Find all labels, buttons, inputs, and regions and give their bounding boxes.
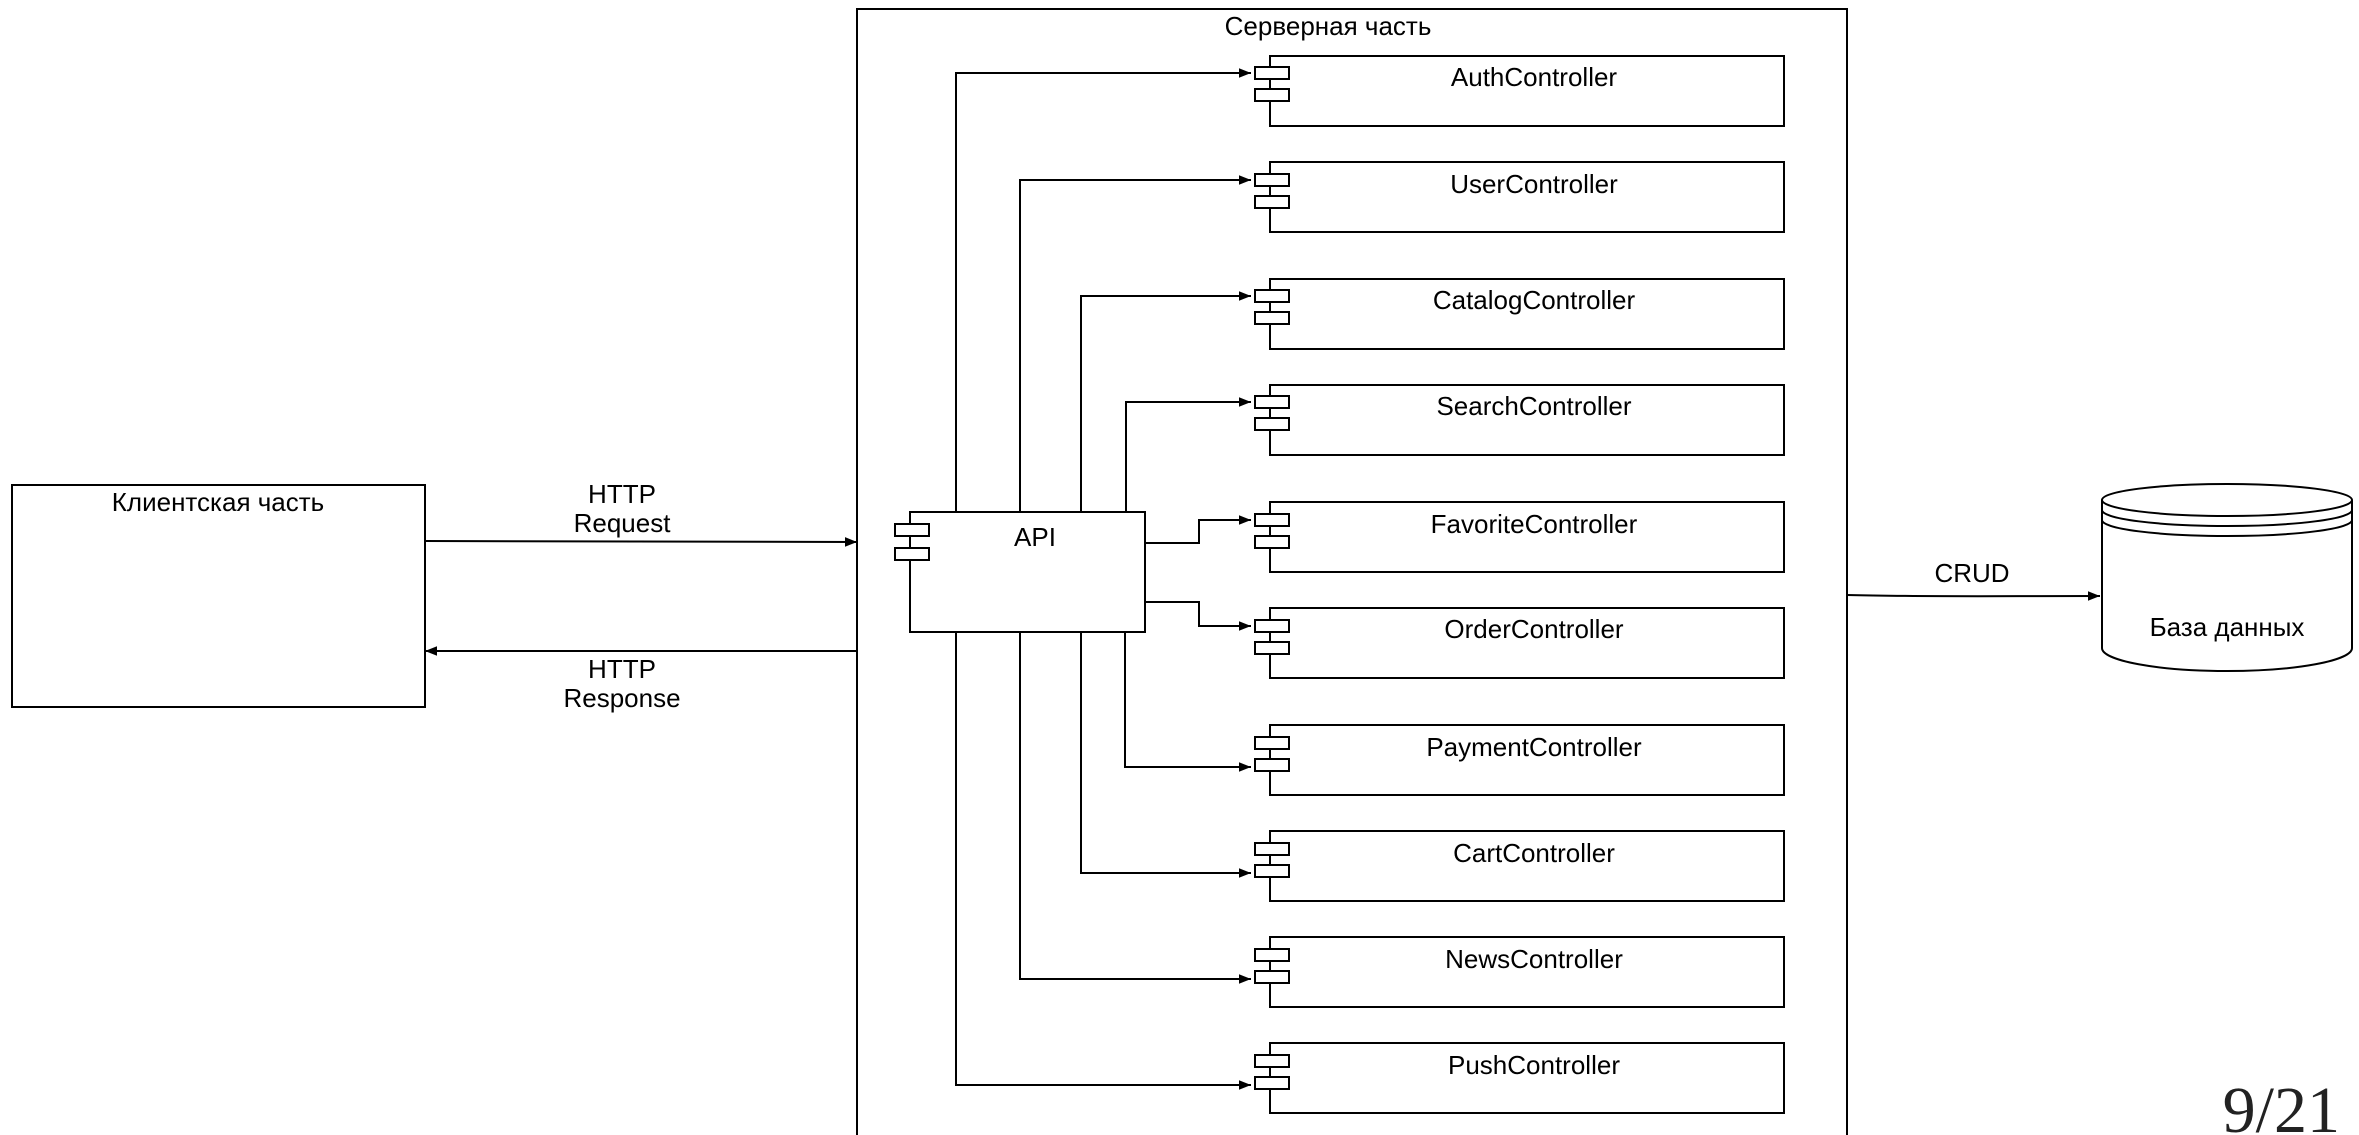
controller-label: UserController bbox=[1450, 169, 1618, 199]
http-request-label-line2: Request bbox=[574, 508, 672, 538]
api-label: API bbox=[1014, 522, 1056, 552]
connector-user bbox=[1019, 175, 1251, 512]
controller-label: NewsController bbox=[1445, 944, 1623, 974]
client-box: Клиентская часть bbox=[11, 484, 426, 708]
controller-payment: PaymentController bbox=[1254, 724, 1785, 796]
connector-order bbox=[1145, 601, 1251, 631]
controller-label: OrderController bbox=[1444, 614, 1624, 644]
http-request-label-line1: HTTP bbox=[588, 479, 656, 509]
connector-search bbox=[1125, 397, 1251, 512]
controllers: AuthController UserController CatalogCon… bbox=[1254, 55, 1785, 1114]
connector-catalog bbox=[1080, 291, 1251, 512]
connector-payment bbox=[1124, 632, 1251, 772]
connector-push bbox=[955, 632, 1251, 1090]
connector-favorite bbox=[1145, 515, 1251, 544]
api-connectors bbox=[955, 68, 1251, 1090]
controller-label: PaymentController bbox=[1426, 732, 1642, 762]
page-number: 9/21 bbox=[2223, 1074, 2340, 1135]
api-component: API bbox=[894, 511, 1146, 633]
controller-favorite: FavoriteController bbox=[1254, 501, 1785, 573]
http-response-label-line2: Response bbox=[563, 683, 680, 713]
http-request-arrow: HTTP Request bbox=[424, 479, 858, 547]
controller-label: CatalogController bbox=[1433, 285, 1636, 315]
http-response-label-line1: HTTP bbox=[588, 654, 656, 684]
controller-search: SearchController bbox=[1254, 384, 1785, 456]
controller-cart: CartController bbox=[1254, 830, 1785, 902]
controller-order: OrderController bbox=[1254, 607, 1785, 679]
controller-auth: AuthController bbox=[1254, 55, 1785, 127]
controller-label: CartController bbox=[1453, 838, 1615, 868]
controller-news: NewsController bbox=[1254, 936, 1785, 1008]
connector-news bbox=[1019, 632, 1251, 984]
controller-label: PushController bbox=[1448, 1050, 1620, 1080]
http-response-arrow: HTTP Response bbox=[425, 646, 857, 713]
controller-catalog: CatalogController bbox=[1254, 278, 1785, 350]
database-cylinder: База данных bbox=[2101, 483, 2353, 672]
controller-user: UserController bbox=[1254, 161, 1785, 233]
crud-arrow: CRUD bbox=[1846, 558, 2101, 601]
controller-push: PushController bbox=[1254, 1042, 1785, 1114]
crud-label: CRUD bbox=[1934, 558, 2009, 588]
connector-cart bbox=[1080, 632, 1251, 878]
controller-label: SearchController bbox=[1436, 391, 1631, 421]
server-label: Серверная часть bbox=[1225, 11, 1432, 41]
client-label: Клиентская часть bbox=[112, 487, 324, 517]
database-label: База данных bbox=[2150, 612, 2305, 642]
controller-label: AuthController bbox=[1451, 62, 1618, 92]
connector-auth bbox=[955, 68, 1251, 632]
api-port-top bbox=[894, 523, 930, 537]
controller-label: FavoriteController bbox=[1431, 509, 1638, 539]
api-port-bottom bbox=[894, 547, 930, 561]
